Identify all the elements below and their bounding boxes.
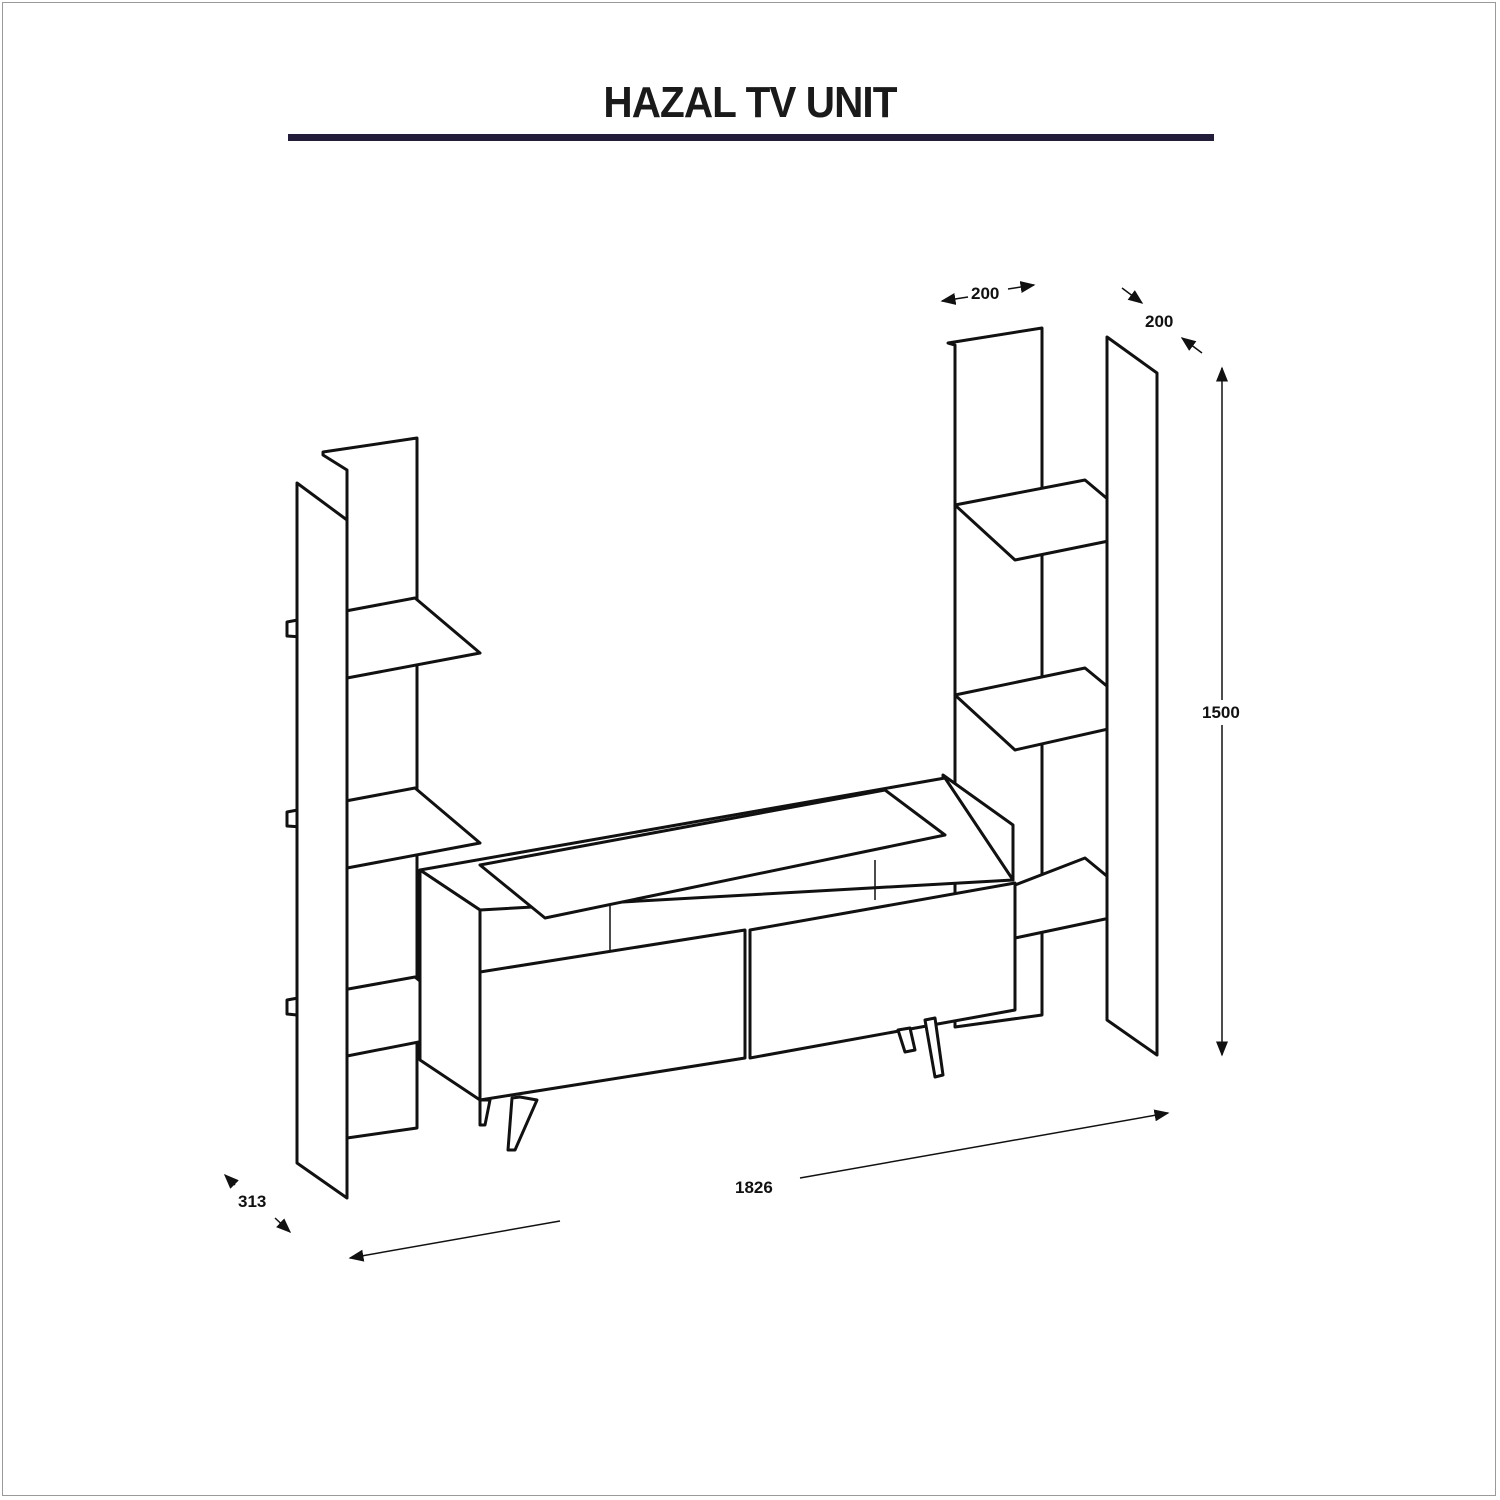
tower-width-label: 200 (969, 284, 1002, 304)
tv-stand-leg (478, 1098, 492, 1127)
tower-width-arrow (940, 293, 969, 305)
left-bookcase (285, 436, 482, 1200)
width-dimension-line (348, 1220, 561, 1262)
tower-depth-arrow (1121, 287, 1144, 304)
depth-dimension-arrow (274, 1217, 292, 1234)
left-side-panel (295, 481, 349, 1200)
height-dimension-label: 1500 (1200, 703, 1242, 723)
tv-stand-right-door (748, 881, 1017, 1060)
tv-stand-leg (896, 1026, 917, 1054)
tv-stand-leg (923, 1016, 945, 1079)
title-underline (288, 134, 1214, 141)
tower-width-arrow (1007, 281, 1036, 293)
page-title: HAZAL TV UNIT (603, 78, 897, 127)
tv-stand (418, 773, 1017, 1152)
tv-stand-left-door (478, 928, 747, 1102)
tv-stand-top-board (478, 788, 947, 920)
depth-dimension-arrow (223, 1173, 239, 1189)
width-dimension-line (799, 1109, 1170, 1179)
width-dimension-label: 1826 (733, 1178, 775, 1198)
depth-dimension-label: 313 (236, 1192, 269, 1212)
tv-stand-left-side (418, 868, 482, 1102)
tower-depth-arrow (1180, 337, 1203, 354)
tower-depth-label: 200 (1143, 312, 1176, 332)
tv-stand-leg (506, 1095, 539, 1152)
right-side-panel (1105, 335, 1159, 1057)
